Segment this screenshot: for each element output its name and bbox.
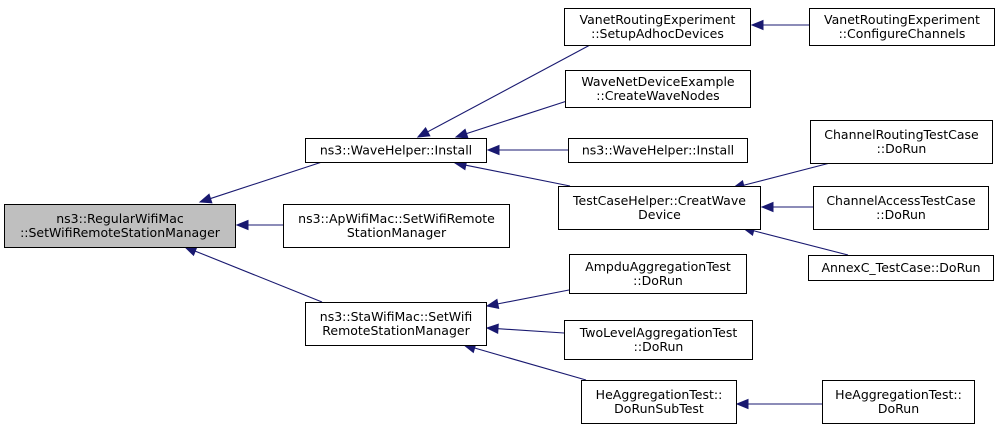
node-box [822, 380, 975, 424]
edge-line [743, 162, 831, 186]
arrowhead-icon [486, 144, 500, 156]
node-label-line: RemoteStationManager [322, 323, 470, 338]
node-label-line: ::DoRun [633, 273, 683, 288]
arrowhead-icon [416, 126, 431, 138]
node-wave-install[interactable]: ns3::WaveHelper::Install [305, 138, 487, 163]
edge-channel_routing-to-creat_wave [731, 162, 831, 191]
node-label-line: AnnexC_TestCase::DoRun [821, 260, 980, 275]
node-label-line: ::SetWifiRemoteStationManager [20, 225, 221, 240]
node-label-line: HeAggregationTest:: [835, 387, 962, 402]
node-ampdu[interactable]: AmpduAggregationTest::DoRun [569, 254, 747, 294]
node-label-line: ns3::StaWifiMac::SetWifi [320, 309, 472, 324]
node-box [810, 120, 993, 164]
arrowhead-icon [735, 398, 749, 410]
edge-creat_wave-to-wave_install [453, 160, 571, 187]
edges-layer [183, 19, 849, 410]
node-ap-set[interactable]: ns3::ApWifiMac::SetWifiRemoteStationMana… [283, 204, 510, 248]
edge-sta_set-to-regular_set [183, 246, 323, 303]
node-label-line: ::ConfigureChannels [839, 26, 966, 41]
edge-channel_access-to-creat_wave [760, 201, 813, 213]
node-box [581, 380, 737, 424]
node-label-line: ns3::WaveHelper::Install [582, 143, 734, 158]
node-label-line: ::DoRun [634, 339, 684, 354]
node-wave-install2[interactable]: ns3::WaveHelper::Install [568, 138, 748, 163]
node-label-line: VanetRoutingExperiment [824, 12, 980, 27]
edge-line [195, 250, 323, 303]
arrowhead-icon [760, 201, 774, 213]
edge-line [497, 328, 565, 334]
arrowhead-icon [183, 246, 198, 257]
node-twolevel[interactable]: TwoLevelAggregationTest::DoRun [564, 320, 753, 360]
node-label-line: ns3::RegularWifiMac [56, 211, 184, 226]
arrowhead-icon [485, 323, 499, 334]
edge-twolevel-to-sta_set [485, 323, 565, 334]
node-box [305, 302, 487, 346]
node-label-line: ::DoRun [877, 141, 927, 156]
arrowhead-icon [750, 19, 764, 31]
node-label-line: DoRun [878, 401, 919, 416]
node-he-subtest[interactable]: HeAggregationTest::DoRunSubTest [581, 380, 737, 424]
node-label-line: TwoLevelAggregationTest [579, 325, 738, 340]
node-label-line: TestCaseHelper::CreatWave [572, 193, 746, 208]
node-regular-set[interactable]: ns3::RegularWifiMac::SetWifiRemoteStatio… [4, 204, 236, 248]
node-box [569, 254, 747, 294]
node-label-line: WaveNetDeviceExample [581, 74, 735, 89]
edge-line [497, 289, 570, 305]
node-wave-create-nodes[interactable]: WaveNetDeviceExample::CreateWaveNodes [565, 70, 751, 108]
edge-line [474, 347, 587, 381]
edge-wave_create_nodes-to-wave_install [454, 100, 568, 139]
node-label-line: ::CreateWaveNodes [596, 88, 719, 103]
node-box [4, 204, 236, 248]
node-box [809, 8, 995, 46]
node-label-line: ns3::WaveHelper::Install [320, 143, 472, 158]
node-vanet-setup[interactable]: VanetRoutingExperiment::SetupAdhocDevice… [564, 8, 751, 46]
edge-line [210, 161, 323, 200]
node-label-line: HeAggregationTest:: [596, 387, 723, 402]
node-label-line: ::DoRun [876, 207, 926, 222]
edge-vanet_setup-to-wave_install [416, 44, 591, 138]
node-label-line: ChannelRoutingTestCase [824, 127, 979, 142]
node-label-line: ns3::ApWifiMac::SetWifiRemote [298, 211, 495, 226]
node-label-line: DoRunSubTest [614, 401, 704, 416]
edge-line [465, 164, 571, 187]
node-box [565, 70, 751, 108]
edge-ap_set-to-regular_set [235, 219, 283, 231]
edge-wave_install-to-regular_set [198, 161, 323, 204]
node-box [283, 204, 510, 248]
node-box [564, 320, 753, 360]
node-label-line: StationManager [347, 225, 447, 240]
edge-line [466, 100, 568, 135]
node-sta-set[interactable]: ns3::StaWifiMac::SetWifiRemoteStationMan… [305, 302, 487, 346]
edge-annexc-to-creat_wave [741, 225, 849, 256]
node-label-line: AmpduAggregationTest [585, 259, 731, 274]
node-box [813, 186, 989, 230]
node-box [305, 138, 487, 163]
node-label-line: ::SetupAdhocDevices [591, 26, 724, 41]
edge-ampdu-to-sta_set [485, 289, 570, 309]
node-channel-routing[interactable]: ChannelRoutingTestCase::DoRun [810, 120, 993, 164]
nodes-layer: ns3::RegularWifiMac::SetWifiRemoteStatio… [4, 8, 995, 424]
edge-he_dorun-to-he_subtest [735, 398, 822, 410]
node-box [564, 8, 751, 46]
arrowhead-icon [485, 298, 500, 309]
node-box [568, 138, 748, 163]
edge-vanet_config-to-vanet_setup [750, 19, 809, 31]
arrowhead-icon [235, 219, 249, 231]
node-vanet-config[interactable]: VanetRoutingExperiment::ConfigureChannel… [809, 8, 995, 46]
node-box [558, 186, 761, 230]
arrowhead-icon [198, 193, 213, 204]
node-label-line: ChannelAccessTestCase [826, 193, 976, 208]
node-label-line: VanetRoutingExperiment [580, 12, 736, 27]
edge-wave_install2-to-wave_install [486, 144, 568, 156]
arrowhead-icon [454, 128, 469, 139]
node-label-line: Device [638, 207, 681, 222]
node-box [808, 255, 994, 281]
edge-line [753, 230, 849, 256]
edge-line [427, 44, 591, 133]
node-annexc[interactable]: AnnexC_TestCase::DoRun [808, 255, 994, 281]
node-channel-access[interactable]: ChannelAccessTestCase::DoRun [813, 186, 989, 230]
node-he-dorun[interactable]: HeAggregationTest::DoRun [822, 380, 975, 424]
